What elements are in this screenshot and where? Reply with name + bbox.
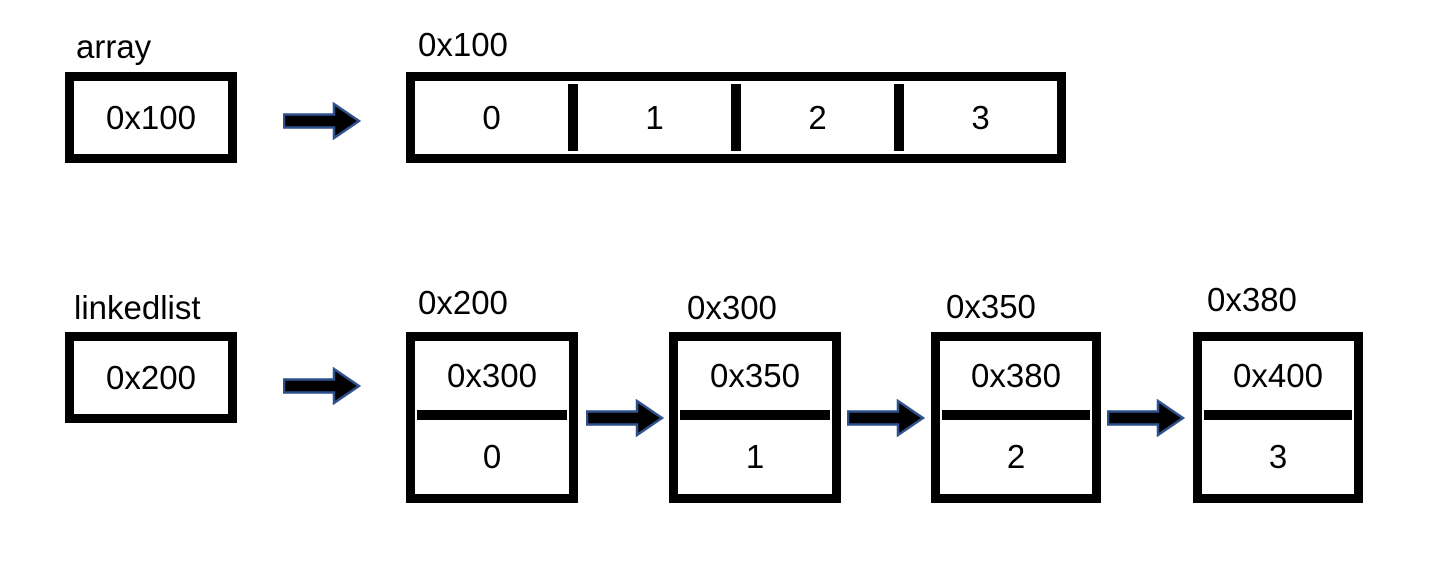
array-pointer-box: 0x100 xyxy=(65,72,237,163)
node-next-pointer: 0x400 xyxy=(1233,356,1323,394)
array-cell: 3 xyxy=(971,98,990,136)
node-value: 1 xyxy=(745,438,765,475)
linkedlist-node: 0x350 1 xyxy=(669,332,841,503)
array-pointer-value: 0x100 xyxy=(106,98,196,136)
node-next-pointer: 0x300 xyxy=(447,356,537,394)
node-next-pointer: 0x350 xyxy=(710,356,800,394)
linkedlist-node: 0x300 0 xyxy=(406,332,578,503)
array-cell-divider xyxy=(568,84,578,151)
node-divider xyxy=(942,410,1090,420)
arrow-right-icon xyxy=(283,367,361,405)
linkedlist-pointer-value: 0x200 xyxy=(106,358,196,396)
node-divider xyxy=(1204,410,1352,420)
array-cell-divider xyxy=(731,84,741,151)
node-divider xyxy=(417,410,567,420)
linkedlist-section-label: linkedlist xyxy=(74,289,201,326)
array-memory-block: 0 1 2 3 xyxy=(406,72,1066,163)
node-address-label: 0x300 xyxy=(687,289,777,326)
arrow-right-icon xyxy=(847,399,925,437)
array-section-label: array xyxy=(76,28,152,65)
arrow-right-icon xyxy=(586,399,664,437)
array-cell: 0 xyxy=(482,98,501,136)
arrow-right-icon xyxy=(1107,399,1185,437)
node-divider xyxy=(680,410,830,420)
array-cell-divider xyxy=(894,84,904,151)
linkedlist-node: 0x400 3 xyxy=(1193,332,1363,503)
node-value: 2 xyxy=(1006,438,1026,475)
node-address-label: 0x380 xyxy=(1207,281,1297,318)
node-address-label: 0x350 xyxy=(946,288,1036,325)
node-next-pointer: 0x380 xyxy=(971,356,1061,394)
node-address-label: 0x200 xyxy=(418,284,508,321)
arrow-right-icon xyxy=(283,102,361,140)
node-value: 3 xyxy=(1268,438,1288,475)
node-value: 0 xyxy=(482,438,502,475)
array-cell: 2 xyxy=(808,98,827,136)
array-address-label: 0x100 xyxy=(418,26,508,63)
linkedlist-node: 0x380 2 xyxy=(931,332,1101,503)
array-cell: 1 xyxy=(645,98,664,136)
linkedlist-pointer-box: 0x200 xyxy=(65,332,237,423)
